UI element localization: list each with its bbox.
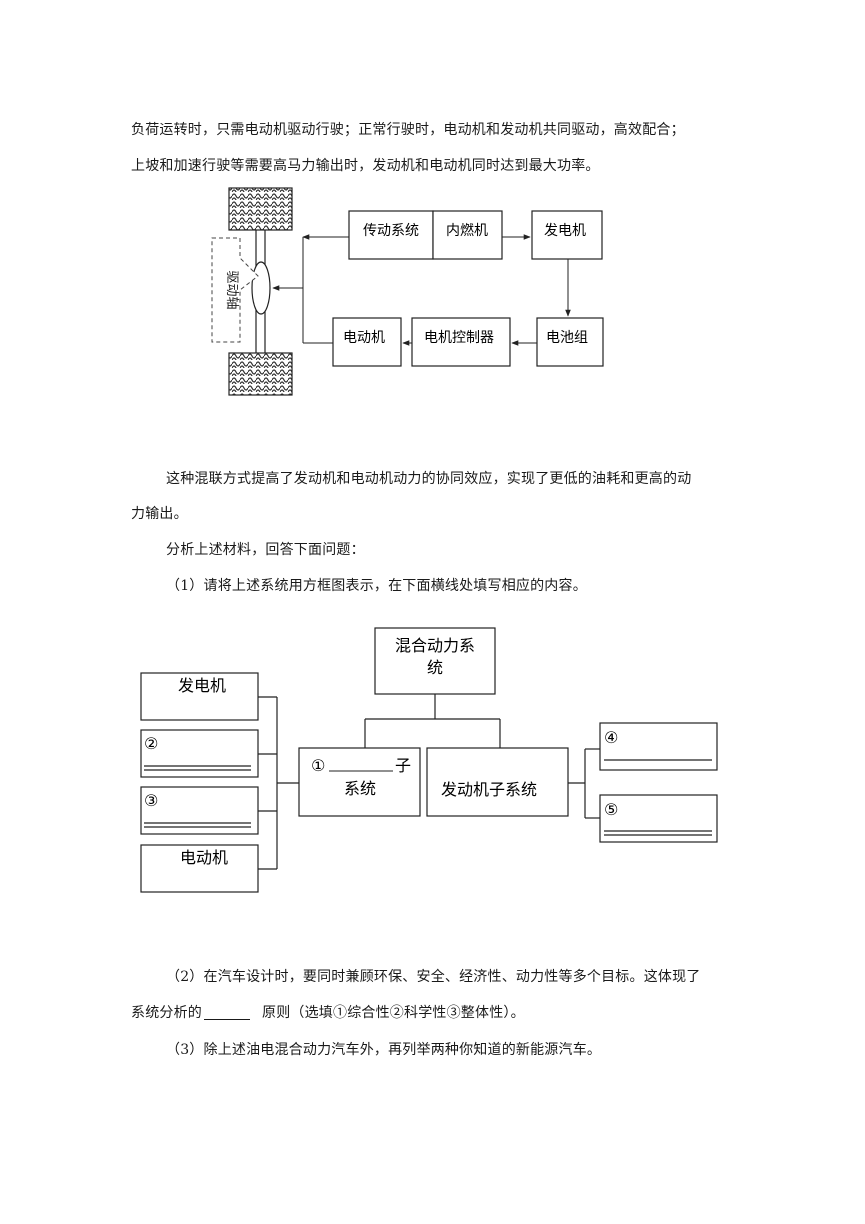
leaf-2-label: ② xyxy=(144,734,158,753)
generator-box xyxy=(531,210,603,260)
top-wheel xyxy=(228,187,293,231)
bottom-wheel xyxy=(228,352,293,396)
subsystem-1-prefix: ① xyxy=(311,756,325,775)
root-label-line-2: 统 xyxy=(427,658,443,677)
question-2-blank[interactable] xyxy=(204,1005,250,1020)
paragraph-2-line-2: 力输出。 xyxy=(131,506,188,522)
question-3: （3）除上述油电混合动力汽车外，再列举两种你知道的新能源汽车。 xyxy=(166,1042,602,1058)
engine-subsystem-label: 发动机子系统 xyxy=(441,780,537,799)
generator-label: 发电机 xyxy=(544,223,586,239)
question-2-before: 系统分析的 xyxy=(131,1005,202,1021)
transmission-label: 传动系统 xyxy=(363,223,419,239)
question-2-after: 原则（选填①综合性②科学性③整体性）。 xyxy=(262,1005,525,1021)
motor-box xyxy=(332,317,402,367)
leaf-generator-label: 发电机 xyxy=(178,676,226,695)
root-label-line-1: 混合动力系 xyxy=(395,636,475,655)
paragraph-1-line-2: 上坡和加速行驶等需要高马力输出时，发动机和电动机同时达到最大功率。 xyxy=(131,158,600,174)
question-2-line-2: 系统分析的 原则（选填①综合性②科学性③整体性）。 xyxy=(131,1002,525,1022)
leaf-4-box xyxy=(599,722,718,771)
leaf-motor-box xyxy=(140,844,259,893)
battery-label: 电池组 xyxy=(546,330,588,346)
leaf-3-label: ③ xyxy=(144,791,158,810)
transmission-box xyxy=(348,210,434,260)
paragraph-2-line-1: 这种混联方式提高了发动机和电动机动力的协同效应，实现了更低的油耗和更高的动 xyxy=(166,471,692,487)
leaf-4-label: ④ xyxy=(604,728,618,747)
motor-controller-label: 电机控制器 xyxy=(424,330,494,346)
differential xyxy=(251,261,271,315)
battery-box xyxy=(536,317,604,367)
engine-label: 内燃机 xyxy=(446,222,488,239)
question-1: （1）请将上述系统用方框图表示，在下面横线处填写相应的内容。 xyxy=(166,578,587,594)
intro-line: 分析上述材料，回答下面问题： xyxy=(166,542,365,558)
motor-label: 电动机 xyxy=(343,330,385,346)
motor-controller-box xyxy=(411,317,511,367)
leaf-5-label: ⑤ xyxy=(604,800,618,819)
engine-subsystem-box xyxy=(426,747,569,817)
question-2-line-1: （2）在汽车设计时，要同时兼顾环保、安全、经济性、动力性等多个目标。这体现了 xyxy=(166,969,701,985)
leaf-3-box xyxy=(140,786,259,835)
leaf-2-box xyxy=(140,729,259,778)
leaf-motor-label: 电动机 xyxy=(180,848,228,867)
root-box xyxy=(374,627,496,695)
subsystem-1-box xyxy=(298,747,421,817)
leaf-generator-box xyxy=(140,672,259,721)
subsystem-1-line-2: 系统 xyxy=(344,779,376,798)
axle-label-box xyxy=(211,237,259,343)
axle-label: 驱动轴 xyxy=(224,270,239,309)
engine-box xyxy=(432,210,503,260)
subsystem-1-suffix: 子 xyxy=(395,756,411,775)
paragraph-1-line-1: 负荷运转时，只需电动机驱动行驶；正常行驶时，电动机和发动机共同驱动，高效配合； xyxy=(131,122,685,138)
leaf-5-box xyxy=(599,794,718,843)
